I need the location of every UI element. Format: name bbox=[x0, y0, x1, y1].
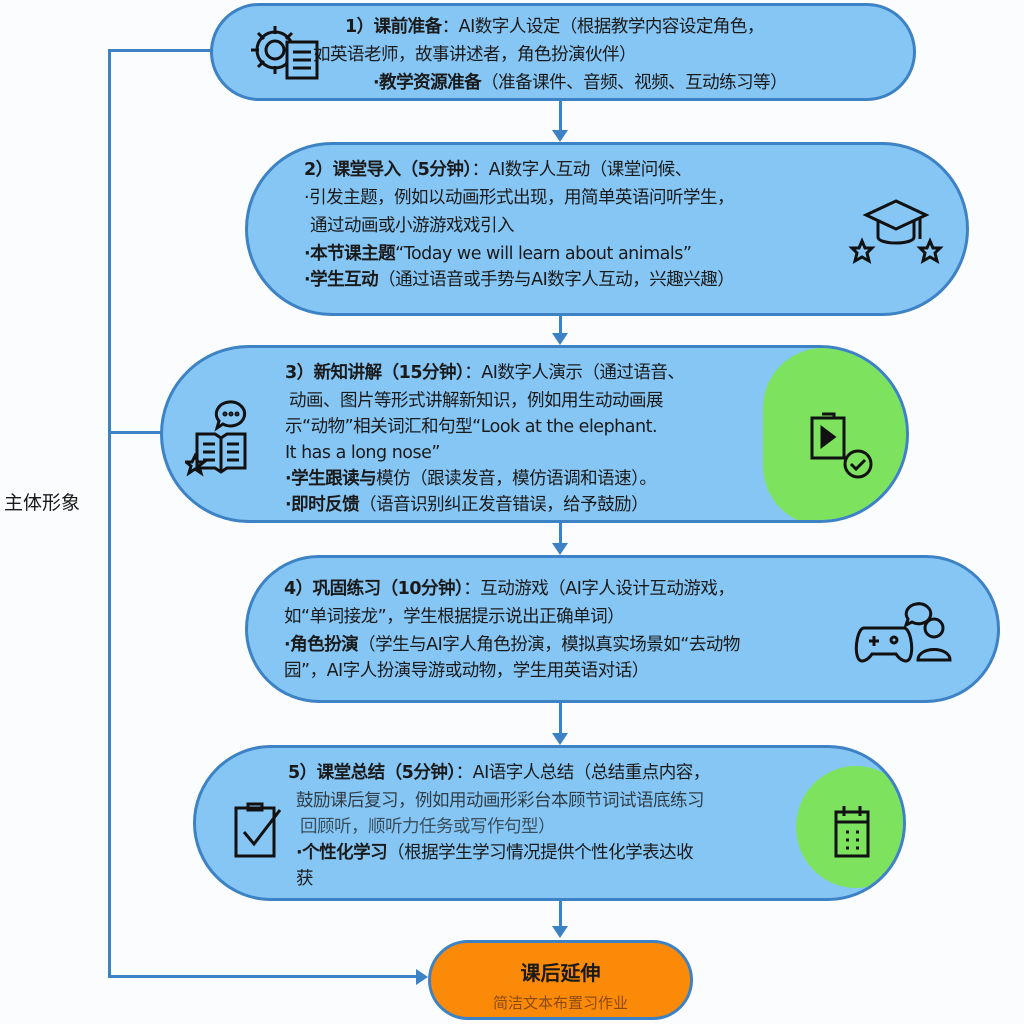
green-highlight bbox=[763, 348, 906, 520]
graduation-cap-icon bbox=[848, 199, 944, 265]
connector-to-final bbox=[108, 975, 418, 978]
step-2-line-1: 2）课堂导入（5分钟）：AI数字人互动（课堂问候、 bbox=[304, 160, 692, 180]
final-box: 课后延伸 简洁文本布置习作业 bbox=[428, 940, 693, 1020]
step-2-line-3: 通过动画或小游游戏戏引入 bbox=[310, 216, 515, 236]
arrow-to-final bbox=[416, 969, 428, 985]
step-5-line-5: 获 bbox=[296, 869, 314, 889]
arrow-4-5 bbox=[559, 702, 562, 735]
step-3-line-5: ·学生跟读与模仿（跟读发音，模仿语调和语速）。 bbox=[285, 469, 657, 489]
connector-to-step3 bbox=[108, 431, 162, 434]
step-3-line-2: 动画、图片等形式讲解新知识，例如用生动动画展 bbox=[289, 391, 664, 411]
arrow-head bbox=[552, 543, 568, 555]
step-5-line-4: ·个性化学习（根据学生学习情况提供个性化学表达收 bbox=[296, 843, 694, 863]
step-3-line-6: ·即时反馈（语音识别纠正发音错误，给予鼓励） bbox=[285, 495, 649, 515]
step-5-line-1: 5）课堂总结（5分钟）：AI语字人总结（总结重点内容， bbox=[288, 763, 710, 783]
arrow-head bbox=[552, 926, 568, 938]
step-1-line-3: ·教学资源准备（准备课件、音频、视频、互动练习等） bbox=[373, 73, 788, 93]
step-2-line-4: ·本节课主题“Today we will learn about animals… bbox=[304, 244, 692, 264]
step-5-line-2: 鼓励课后复习，例如用动画形彩台本顾节词试语底练习 bbox=[296, 791, 705, 811]
arrow-2-3 bbox=[559, 315, 562, 335]
arrow-head bbox=[552, 130, 568, 142]
step-3-line-4: It has a long nose” bbox=[285, 443, 440, 463]
step-5-box: 5）课堂总结（5分钟）：AI语字人总结（总结重点内容， 鼓励课后复习，例如用动画… bbox=[193, 745, 906, 901]
step-2-box: 2）课堂导入（5分钟）：AI数字人互动（课堂问候、 ·引发主题，例如以动画形式出… bbox=[245, 142, 969, 316]
arrow-1-2 bbox=[559, 100, 562, 132]
calendar-icon bbox=[834, 806, 870, 858]
step-4-line-3: ·角色扮演（学生与AI字人角色扮演，模拟真实场景如“去动物 bbox=[284, 635, 740, 655]
step-2-line-2: ·引发主题，例如以动画形式出现，用简单英语问听学生， bbox=[304, 188, 735, 208]
step-1-line-1: 1）课前准备：AI数字人设定（根据教学内容设定角色， bbox=[345, 17, 764, 37]
gamepad-user-chat-icon bbox=[854, 602, 952, 663]
step-3-box: 3）新知讲解（15分钟）：AI数字人演示（通过语音、 动画、图片等形式讲解新知识… bbox=[160, 345, 909, 523]
step-2-line-5: ·学生互动（通过语音或手势与AI数字人互动，兴趣兴趣） bbox=[304, 270, 735, 290]
side-label: 主体形象 bbox=[4, 492, 81, 514]
step-4-box: 4）巩固练习（10分钟）：互动游戏（AI字人设计互动游戏， 如“单词接龙”，学生… bbox=[245, 555, 1000, 703]
step-4-line-2: 如“单词接龙”，学生根据提示说出正确单词） bbox=[284, 607, 625, 627]
step-4-line-1: 4）巩固练习（10分钟）：互动游戏（AI字人设计互动游戏， bbox=[284, 579, 735, 599]
step-5-line-3: 回顾听，顺听力任务或写作句型） bbox=[300, 817, 556, 837]
arrow-5-final bbox=[559, 900, 562, 928]
connector-to-step1 bbox=[108, 49, 212, 52]
left-connector bbox=[108, 50, 111, 977]
final-subtitle: 简洁文本布置习作业 bbox=[492, 994, 628, 1012]
step-3-line-1: 3）新知讲解（15分钟）：AI数字人演示（通过语音、 bbox=[285, 363, 685, 383]
arrow-3-4 bbox=[559, 522, 562, 545]
book-chat-icon bbox=[185, 400, 247, 477]
clipboard-check-icon bbox=[234, 802, 282, 858]
gear-document-icon bbox=[251, 26, 319, 80]
step-4-line-4: 园”，AI字人扮演导游或动物，学生用英语对话） bbox=[284, 661, 649, 681]
step-3-line-3: 示“动物”相关词汇和句型“Look at the elephant. bbox=[285, 417, 658, 437]
green-highlight bbox=[796, 766, 903, 888]
step-1-line-2: 如英语老师，故事讲述者，角色扮演伙伴） bbox=[313, 45, 637, 65]
arrow-head bbox=[552, 333, 568, 345]
video-check-icon bbox=[810, 412, 873, 479]
final-title: 课后延伸 bbox=[520, 961, 601, 985]
step-1-box: 1）课前准备：AI数字人设定（根据教学内容设定角色， 如英语老师，故事讲述者，角… bbox=[210, 3, 916, 101]
arrow-head bbox=[552, 733, 568, 745]
